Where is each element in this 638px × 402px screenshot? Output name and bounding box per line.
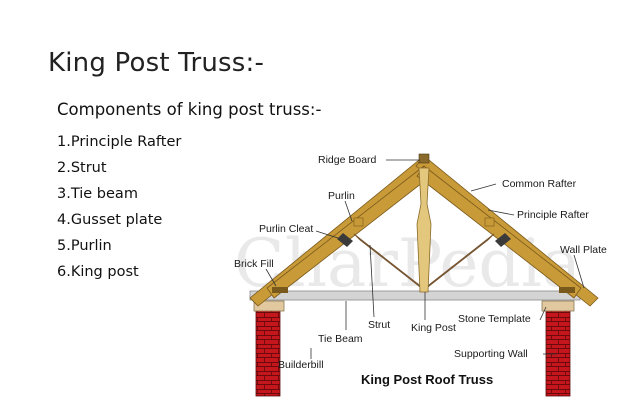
tie-beam (249, 290, 581, 301)
label-purlin: Purlin (328, 190, 355, 202)
diagram-caption: King Post Roof Truss (361, 372, 493, 387)
right-wall-plate (559, 287, 575, 293)
truss-diagram: CharPedia Ridge Board (226, 146, 638, 402)
truss-diagram-svg: CharPedia Ridge Board (234, 153, 607, 397)
label-brick-fill: Brick Fill (234, 258, 274, 270)
left-wall-plate (272, 287, 288, 293)
component-item-king-post: 6.King post (57, 264, 139, 280)
component-item-purlin: 5.Purlin (57, 238, 112, 254)
label-common-rafter: Common Rafter (502, 178, 577, 190)
component-item-tie-beam: 3.Tie beam (57, 186, 138, 202)
label-wall-plate: Wall Plate (560, 244, 607, 256)
ridge-board (418, 153, 430, 164)
label-stone-template: Stone Template (458, 313, 531, 325)
left-stone-template (253, 300, 285, 312)
right-purlin-cleat (495, 233, 511, 247)
slide-title: King Post Truss:- (48, 48, 265, 78)
left-purlin-cleat (337, 233, 353, 247)
label-supporting-wall: Supporting Wall (454, 348, 528, 360)
label-builderbill: Builderbill (278, 359, 324, 371)
leader-lines (265, 159, 585, 359)
king-post (416, 167, 432, 293)
left-supporting-wall (255, 309, 281, 397)
label-purlin-cleat: Purlin Cleat (259, 223, 313, 235)
component-list: 1.Principle Rafter 2.Strut 3.Tie beam 4.… (57, 129, 181, 285)
label-strut: Strut (368, 319, 390, 331)
left-purlin (353, 217, 364, 227)
label-king-post: King Post (411, 322, 456, 334)
right-stone-template (541, 300, 575, 312)
right-supporting-wall (545, 309, 571, 397)
label-principle-rafter: Principle Rafter (517, 209, 589, 221)
component-item-strut: 2.Strut (57, 160, 107, 176)
label-ridge-board: Ridge Board (318, 154, 377, 166)
component-item-principle-rafter: 1.Principle Rafter (57, 134, 182, 150)
right-purlin (484, 217, 495, 227)
component-item-gusset-plate: 4.Gusset plate (57, 212, 163, 228)
slide-subtitle: Components of king post truss:- (57, 100, 322, 119)
label-tie-beam: Tie Beam (318, 333, 363, 345)
